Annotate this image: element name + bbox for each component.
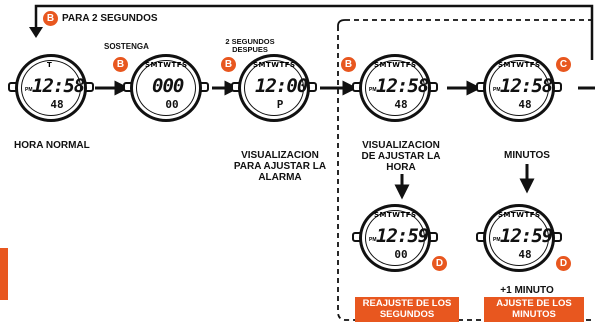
button-b-badge-hour: B <box>341 57 356 72</box>
dashed-region-border <box>337 19 595 321</box>
top-feedback-arrowhead <box>29 27 43 38</box>
watch-hour-setting: SMTWTFS PM 12:58 48 <box>352 45 438 131</box>
box-minutes-adjust: AJUSTE DE LOS MINUTOS <box>484 297 584 322</box>
watch-minutes: SMTWTFS PM 12:58 48 <box>476 45 562 131</box>
button-c-badge: C <box>556 57 571 72</box>
label-hold: SOSTENGA <box>104 42 149 51</box>
top-feedback-line <box>34 4 594 60</box>
button-d-badge-minutes: D <box>556 256 571 271</box>
watch-seconds-reset: SMTWTFS PM 12:59 00 <box>352 195 438 281</box>
side-tab <box>0 248 8 300</box>
label-plus-one-minute: +1 MINUTO <box>500 285 554 296</box>
watch-normal-time: T PM 12:58 48 <box>8 45 94 131</box>
button-b-badge-after: B <box>221 57 236 72</box>
label-hour-display: VISUALIZACION DE AJUSTAR LA HORA <box>361 140 441 173</box>
watch-hold: SMTWTFS 000 00 <box>123 45 209 131</box>
watch-alarm-setting: SMTWTFS 12:00 P <box>231 45 317 131</box>
box-seconds-adjust: REAJUSTE DE LOS SEGUNDOS <box>355 297 459 322</box>
button-b-badge-hold: B <box>113 57 128 72</box>
label-alarm-display: VISUALIZACION PARA AJUSTAR LA ALARMA <box>233 150 327 183</box>
label-minutes: MINUTOS <box>504 150 550 161</box>
label-press-two-seconds: PARA 2 SEGUNDOS <box>62 13 158 24</box>
label-two-seconds-after: 2 SEGUNDOS DESPUES <box>225 37 275 54</box>
button-b-badge-top: B <box>43 11 58 26</box>
watch-minutes-adjust: SMTWTFS PM 12:59 48 <box>476 195 562 281</box>
button-d-badge-seconds: D <box>432 256 447 271</box>
label-normal-time: HORA NORMAL <box>14 140 90 151</box>
